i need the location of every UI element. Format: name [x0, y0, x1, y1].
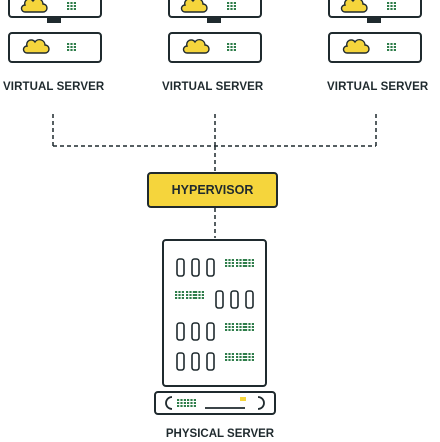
virtual-server-icon-2: [168, 0, 262, 63]
physical-server-icon: [154, 239, 276, 415]
virtual-server-icon-3: [328, 0, 422, 63]
virtual-server-label-2: VIRTUAL SERVER: [162, 81, 264, 93]
virtual-server-icon-1: [8, 0, 102, 63]
virtual-server-label-3: VIRTUAL SERVER: [327, 81, 429, 93]
hypervisor-label: HYPERVISOR: [171, 183, 254, 197]
hypervisor-box: HYPERVISOR: [147, 172, 278, 208]
physical-server-label: PHYSICAL SERVER: [165, 428, 275, 440]
connector-lines: [52, 114, 377, 238]
virtual-server-label-1: VIRTUAL SERVER: [3, 81, 105, 93]
